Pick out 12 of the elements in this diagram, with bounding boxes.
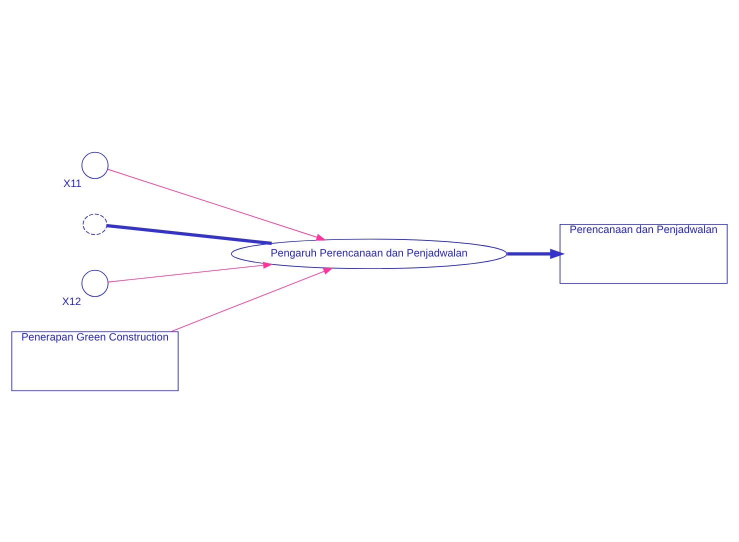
arrow xyxy=(507,248,565,259)
node-box: Perencanaan dan Penjadwalan xyxy=(560,223,728,284)
arrow xyxy=(107,168,326,240)
node-cloud xyxy=(82,213,108,235)
connector xyxy=(106,223,272,245)
arrow xyxy=(170,267,334,332)
arrow xyxy=(108,261,273,282)
node-label: X11 xyxy=(63,178,82,190)
node-label: X12 xyxy=(62,296,82,308)
node-box: Penerapan Green Construction xyxy=(11,330,179,391)
node-circle xyxy=(81,151,108,178)
node-circle xyxy=(81,269,108,296)
